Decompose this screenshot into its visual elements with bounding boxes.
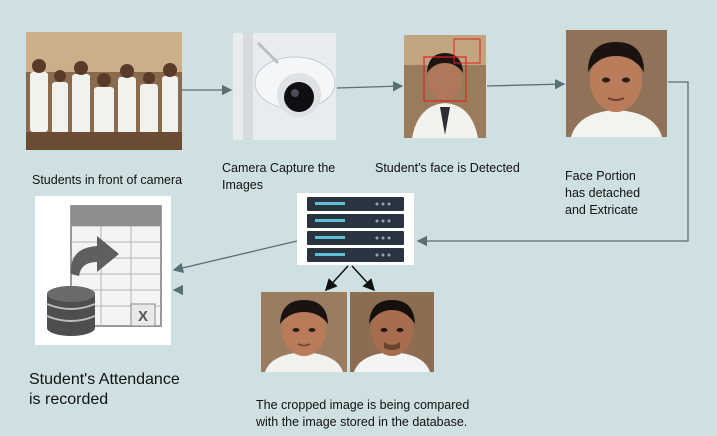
arrow-server-to-cropped [324, 265, 349, 292]
caption-compare-line2: with the image stored in the database. [256, 415, 468, 429]
svg-text:X: X [138, 308, 148, 325]
caption-compare-line1: The cropped image is being compared [256, 398, 470, 412]
caption-camera: Camera Capture the Images [222, 160, 335, 194]
classroom-photo [26, 32, 182, 150]
camera-photo [233, 33, 336, 140]
arrow-camera-to-detected [336, 81, 404, 92]
caption-compare: The cropped image is being compared with… [256, 397, 469, 431]
cropped-face-photo [261, 292, 347, 372]
caption-attendance-line1: Student's Attendance [29, 371, 180, 388]
arrow-detected-to-extracted [486, 79, 566, 90]
detected-face-photo [404, 35, 486, 138]
caption-detected: Student's face is Detected [375, 161, 520, 175]
caption-students: Students in front of camera [32, 173, 183, 187]
database-face-photo [350, 292, 434, 372]
extracted-face-photo [566, 30, 667, 137]
excel-database-icon: X [35, 196, 171, 345]
caption-attendance-line2: is recorded [29, 391, 109, 408]
caption-face-line1: Face Portion [565, 169, 636, 183]
caption-attendance: Student's Attendance is recorded [29, 370, 180, 410]
caption-face-line2: has detached [565, 186, 641, 200]
caption-camera-line1: Camera Capture the [222, 161, 336, 175]
caption-camera-line2: Images [222, 178, 263, 192]
caption-face-portion: Face Portion has detached and Extricate [565, 168, 640, 219]
server-rack-icon [297, 193, 414, 265]
arrow-server-to-database [351, 265, 376, 292]
arrow-server-to-attendance [172, 240, 298, 273]
caption-face-line3: and Extricate [565, 203, 638, 217]
